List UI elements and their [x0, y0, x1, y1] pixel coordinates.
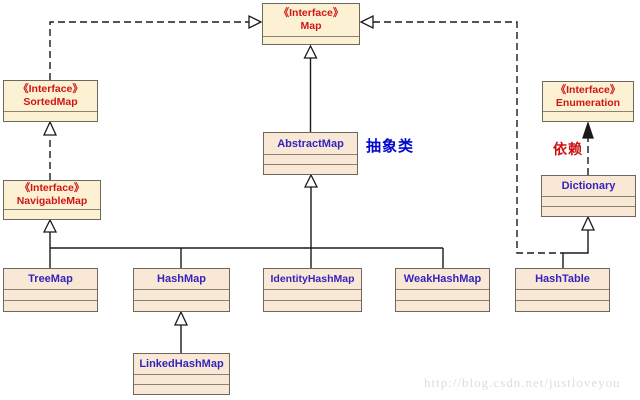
interface-title: 《Interface》 Enumeration: [543, 82, 633, 111]
watermark-url: http://blog.csdn.net/justloveyou: [424, 375, 621, 390]
dependency-arrow-into-enumeration: [582, 120, 594, 139]
compartment: [542, 206, 635, 216]
triangle-arrow-into-map-bottom: [303, 44, 318, 59]
interface-name: Enumeration: [555, 96, 621, 109]
edge-hashtable-to-dictionary: [562, 230, 589, 268]
interface-name: SortedMap: [23, 96, 78, 108]
class-name: WeakHashMap: [403, 273, 482, 285]
triangle-arrow-into-map-right: [359, 14, 374, 30]
compartment: [396, 300, 489, 311]
compartment: [542, 196, 635, 206]
class-box-dictionary: Dictionary: [541, 175, 636, 217]
compartment: [134, 374, 229, 384]
interface-box-sortedmap: 《Interface》 SortedMap: [3, 80, 98, 122]
compartment: [264, 289, 361, 300]
interface-name: Map: [300, 20, 322, 32]
interface-title: 《Interface》 Map: [263, 4, 359, 36]
class-name: Dictionary: [561, 180, 616, 192]
compartment: [4, 289, 97, 300]
edge-sortedmap-to-map-dashed: [49, 21, 249, 80]
interface-box-navigablemap: 《Interface》 NavigableMap: [3, 180, 101, 220]
stereotype-label: 《Interface》: [555, 83, 621, 96]
edge-hashtable-to-map-dashed: [373, 21, 563, 254]
stereotype-label: 《Interface》: [278, 7, 344, 19]
stereotype-label: 《Interface》: [19, 182, 85, 194]
compartment: [543, 111, 633, 121]
interface-box-map: 《Interface》 Map: [262, 3, 360, 45]
triangle-arrow-into-dictionary: [580, 215, 596, 231]
triangle-arrow-into-hashmap: [173, 310, 189, 326]
compartment: [4, 111, 97, 121]
compartment: [134, 289, 229, 300]
stereotype-label: 《Interface》: [18, 83, 83, 95]
class-name: IdentityHashMap: [270, 273, 355, 285]
compartment: [264, 300, 361, 311]
class-box-linkedhashmap: LinkedHashMap: [133, 353, 230, 395]
interface-title: 《Interface》 NavigableMap: [4, 181, 100, 209]
compartment: [263, 36, 359, 44]
compartment: [4, 209, 100, 219]
compartment: [264, 164, 357, 174]
class-box-hashtable: HashTable: [515, 268, 610, 312]
class-box-weakhashmap: WeakHashMap: [395, 268, 490, 312]
class-box-identityhashmap: IdentityHashMap: [263, 268, 362, 312]
class-name: LinkedHashMap: [139, 358, 224, 370]
abstract-class-annotation: 抽象类: [366, 138, 415, 155]
compartment: [264, 154, 357, 164]
triangle-arrow-into-abstractmap: [303, 173, 319, 188]
compartment: [516, 300, 609, 311]
triangle-arrow-into-sortedmap: [42, 120, 58, 136]
triangle-arrow-into-map-left: [248, 14, 263, 30]
class-box-abstractmap: AbstractMap: [263, 132, 358, 175]
class-box-treemap: TreeMap: [3, 268, 98, 312]
class-box-hashmap: HashMap: [133, 268, 230, 312]
triangle-arrow-into-navigablemap: [42, 218, 58, 233]
class-name: HashTable: [535, 273, 590, 285]
compartment: [516, 289, 609, 300]
interface-title: 《Interface》 SortedMap: [4, 81, 97, 111]
compartment: [134, 384, 229, 394]
dependency-annotation: 依赖: [553, 141, 583, 157]
compartment: [134, 300, 229, 311]
class-name: TreeMap: [28, 273, 73, 285]
interface-name: NavigableMap: [16, 195, 88, 207]
class-name: AbstractMap: [277, 137, 344, 150]
class-name: HashMap: [157, 273, 206, 285]
compartment: [396, 289, 489, 300]
interface-box-enumeration: 《Interface》 Enumeration: [542, 81, 634, 122]
compartment: [4, 300, 97, 311]
